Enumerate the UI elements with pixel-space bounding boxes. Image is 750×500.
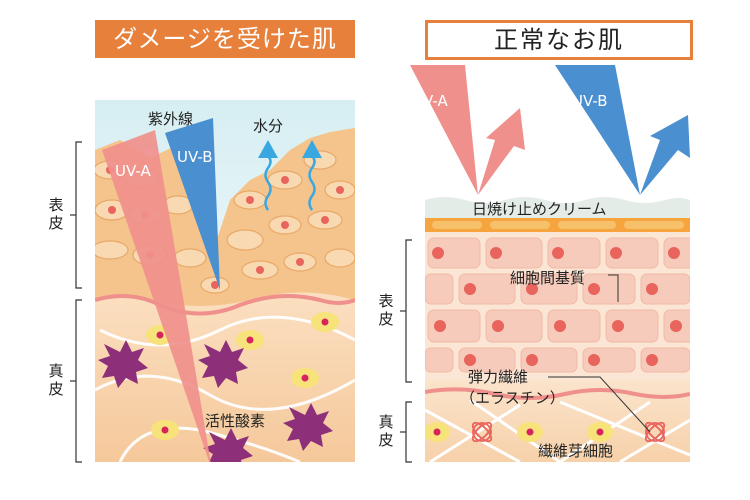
- normal-skin-title: 正常なお肌: [425, 20, 693, 60]
- uv-a-label-left: UV-A: [115, 162, 151, 180]
- active-oxygen-label: 活性酸素: [205, 412, 266, 430]
- dermis-label-left: 真皮: [48, 362, 64, 398]
- uv-b-reflect-right: [640, 115, 690, 195]
- fibroblast-label: 繊維芽細胞: [538, 442, 614, 460]
- uv-beams-right: [410, 65, 690, 195]
- fibroblasts-right: [425, 422, 613, 442]
- uv-a-beam-left: [102, 130, 211, 462]
- free-radicals: [98, 340, 333, 462]
- epidermis-label-right: 表皮: [378, 292, 394, 328]
- uv-a-beam-right: [410, 65, 478, 195]
- uv-b-label-right: UV-B: [572, 92, 608, 110]
- epidermis-label-left: 表皮: [48, 196, 64, 232]
- uv-b-label-left: UV-B: [177, 148, 213, 166]
- uv-b-beam-right: [555, 65, 640, 195]
- damaged-skin-panel: [95, 100, 355, 462]
- intercellular-matrix-label: 細胞間基質: [510, 269, 586, 287]
- water-arrows: [264, 155, 316, 211]
- elastin-label: 弾力繊維: [468, 368, 529, 386]
- uv-rays-label: 紫外線: [148, 110, 194, 128]
- left-layer-brackets: [70, 141, 82, 463]
- uv-a-reflect-right: [478, 108, 525, 195]
- damaged-skin-title: ダメージを受けた肌: [95, 20, 355, 58]
- elastin-knots: [471, 421, 666, 443]
- right-layer-brackets: [400, 239, 412, 463]
- water-label: 水分: [253, 117, 284, 135]
- elastin-sub-label: （エラスチン）: [460, 389, 565, 407]
- uv-b-beam-left: [165, 118, 220, 290]
- sunscreen-layer: [425, 197, 690, 218]
- dermis-label-right: 真皮: [378, 413, 394, 449]
- fibroblasts-left: [146, 312, 339, 440]
- uv-a-label-right: UV-A: [412, 92, 448, 110]
- sunscreen-label: 日焼け止めクリーム: [472, 200, 607, 218]
- normal-skin-panel: [425, 100, 690, 462]
